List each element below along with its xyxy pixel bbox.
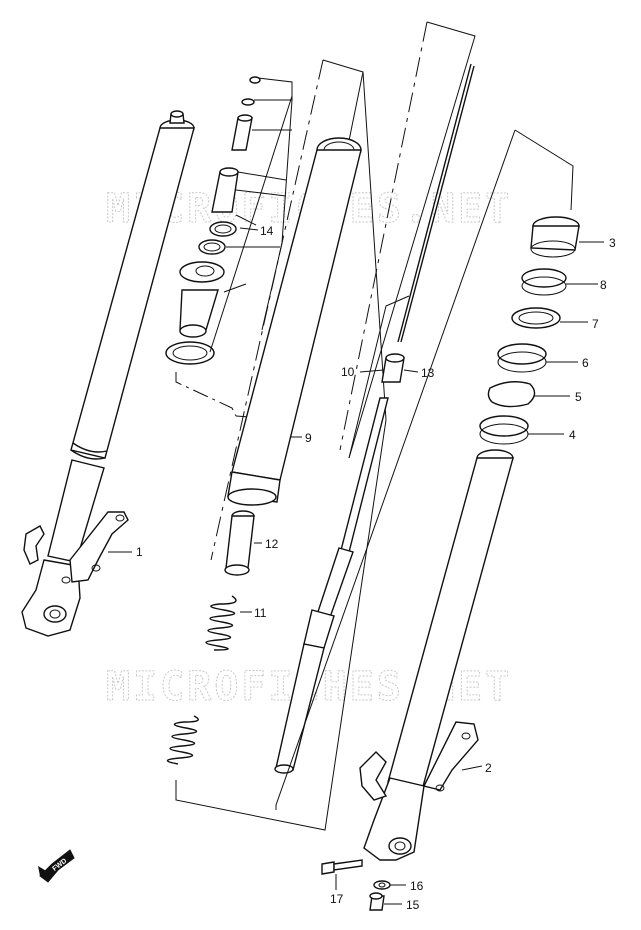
callout-15: 15 — [406, 898, 420, 912]
callout-16: 16 — [410, 879, 424, 893]
callout-11: 11 — [254, 606, 267, 620]
fwd-arrow-icon: FWD — [38, 849, 75, 883]
callout-2: 2 — [485, 761, 492, 775]
hardware-bolts[interactable] — [321, 859, 391, 911]
callout-12: 12 — [265, 537, 279, 551]
fwd-label: FWD — [51, 858, 68, 873]
callout-9: 9 — [305, 431, 312, 445]
leader-lines — [108, 227, 604, 905]
callout-17: 17 — [330, 892, 344, 906]
spacer-tube[interactable] — [224, 510, 255, 576]
right-fork-leg[interactable] — [359, 216, 580, 861]
callout-labels: 1 2 3 4 5 6 7 8 9 10 11 12 13 14 15 16 1… — [136, 224, 616, 912]
callout-7: 7 — [592, 317, 599, 331]
callout-14: 14 — [260, 224, 274, 238]
callout-13: 13 — [421, 366, 435, 380]
callout-8: 8 — [600, 278, 607, 292]
callout-1: 1 — [136, 545, 143, 559]
callout-5: 5 — [575, 390, 582, 404]
callout-6: 6 — [582, 356, 589, 370]
fork-internals-group[interactable] — [165, 76, 293, 365]
callout-4: 4 — [569, 428, 576, 442]
left-fork-leg[interactable] — [21, 110, 195, 637]
damper-rod[interactable] — [274, 63, 475, 774]
callout-10: 10 — [341, 365, 355, 379]
fork-spring[interactable] — [166, 595, 237, 765]
outer-tube[interactable] — [227, 137, 362, 506]
callout-3: 3 — [609, 236, 616, 250]
